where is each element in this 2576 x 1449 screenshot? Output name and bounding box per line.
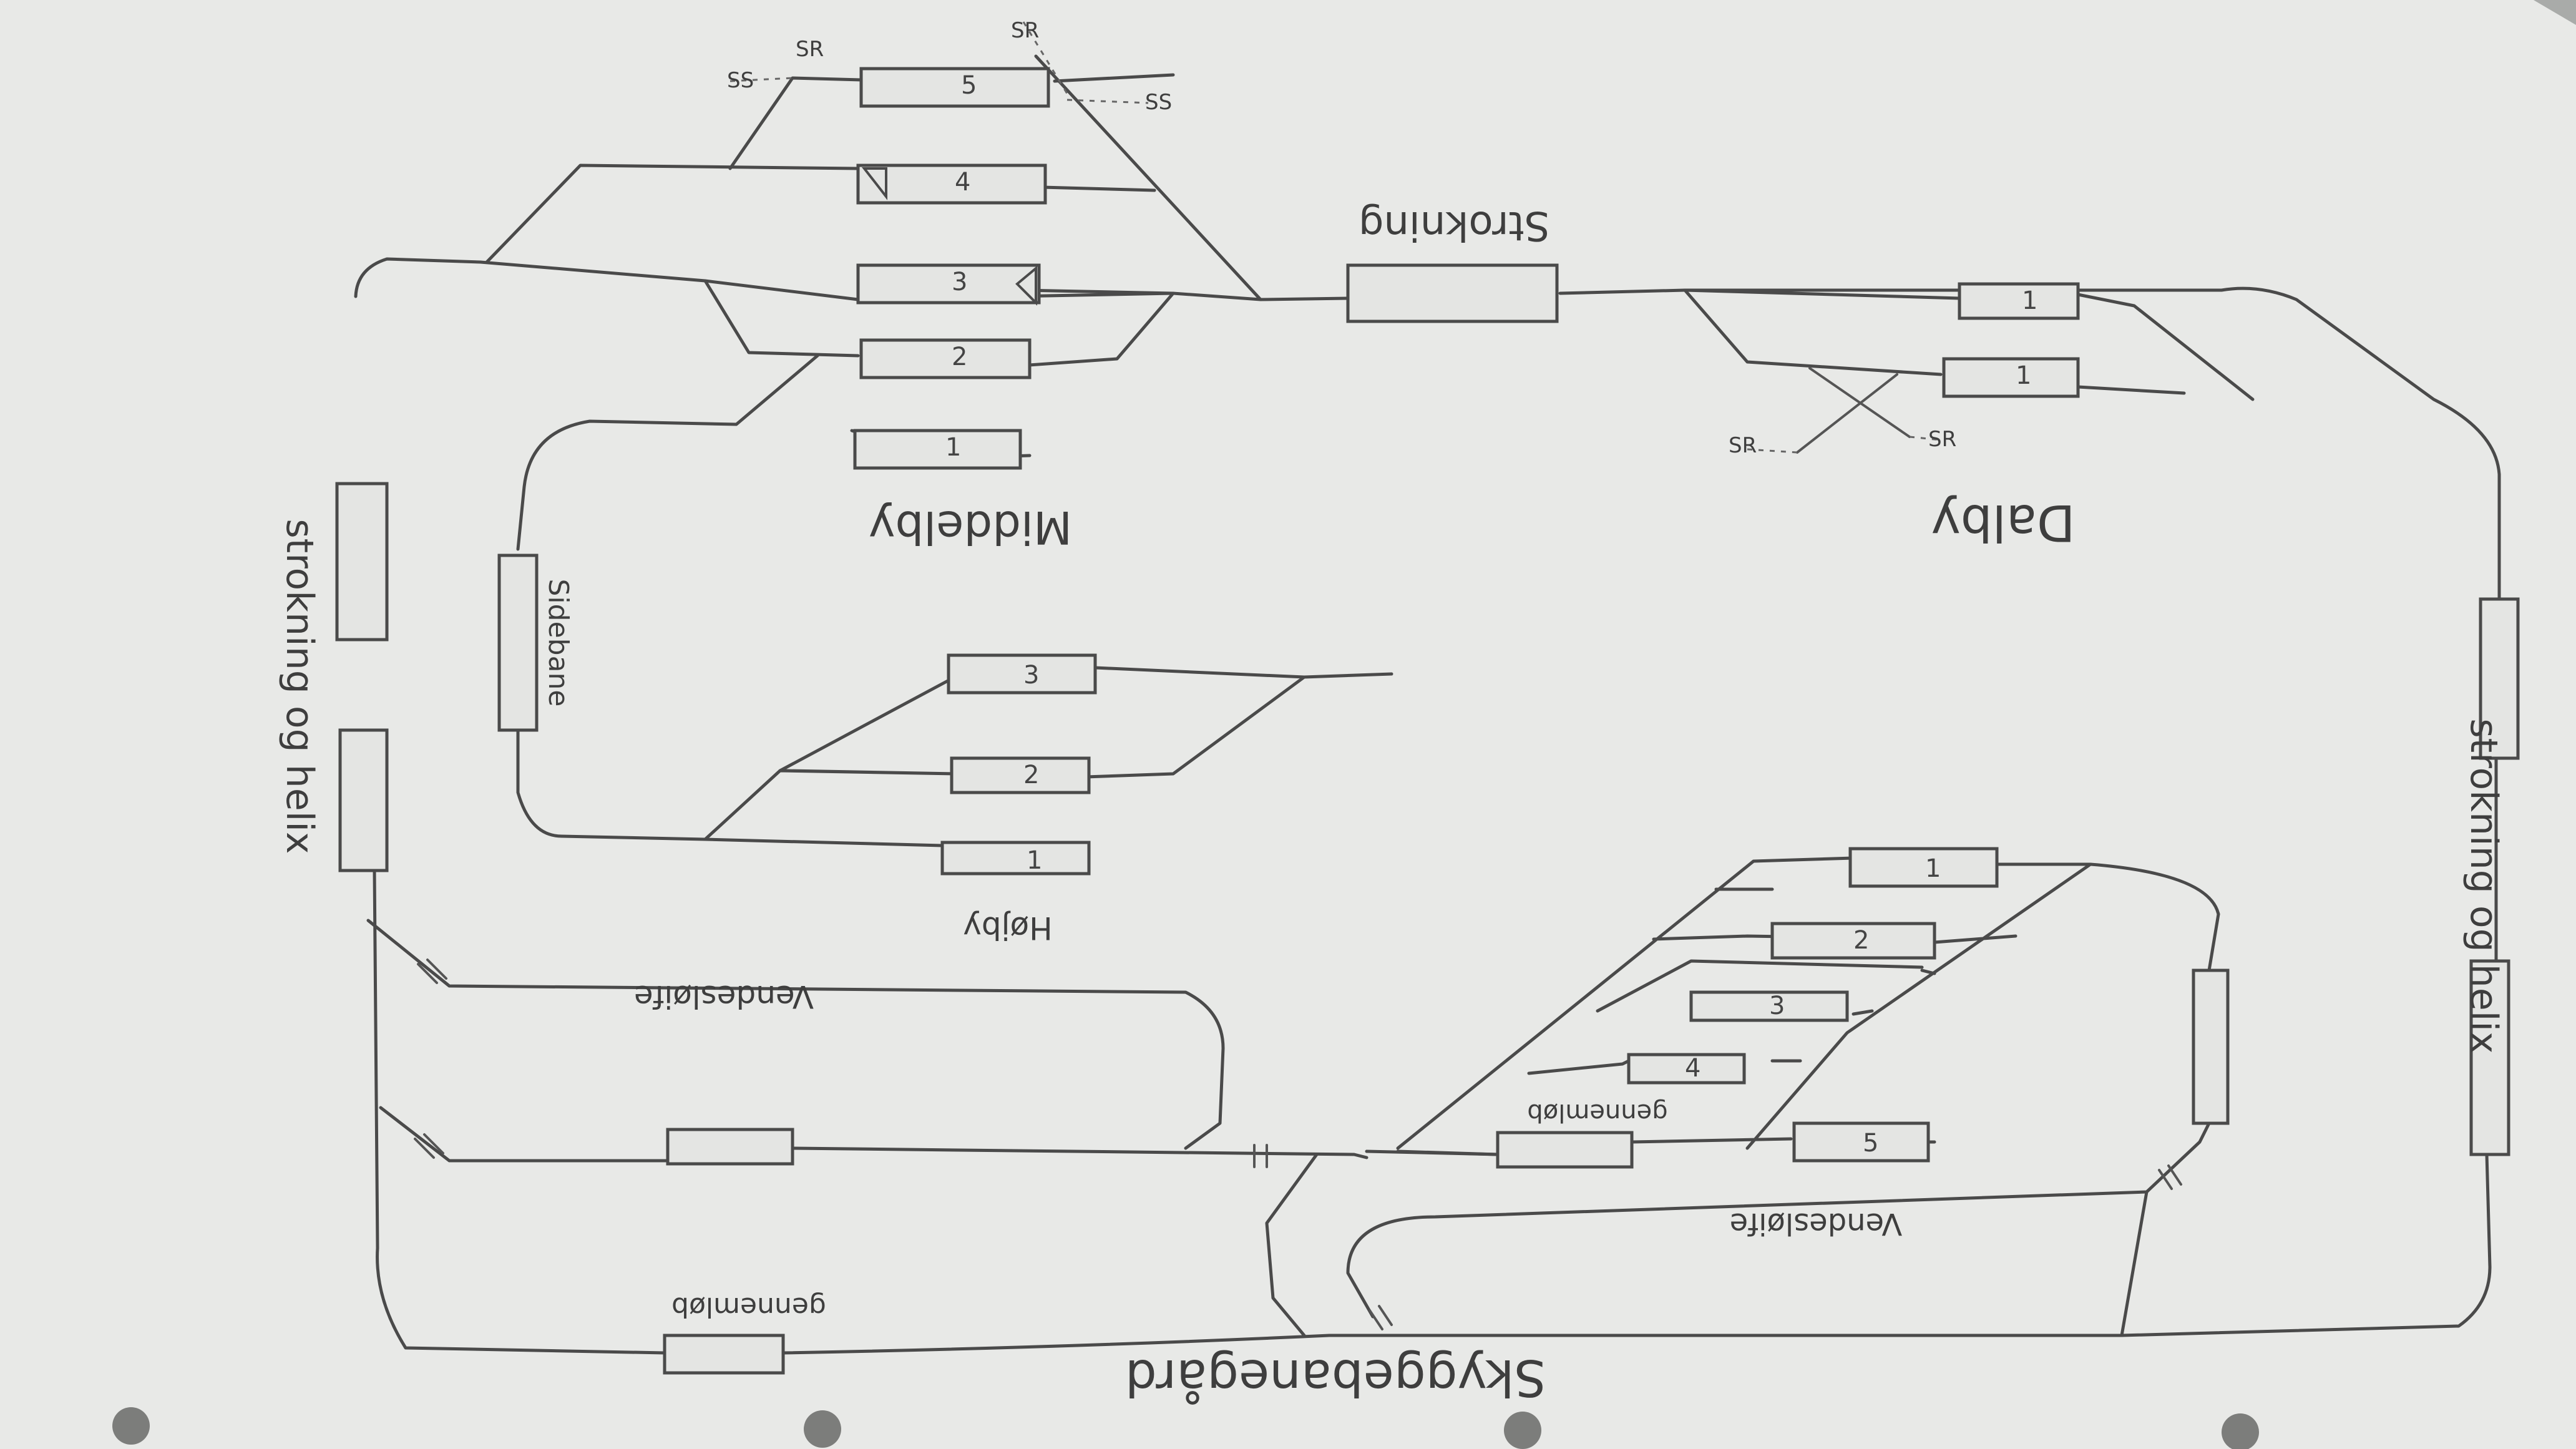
sr-mark-top: SR <box>796 37 824 62</box>
dalby-crossing <box>1796 367 1911 454</box>
dalby-sr-line <box>1747 436 1941 454</box>
skygge-track-num-5: 5 <box>1863 1129 1878 1158</box>
dalby-label: Dalby <box>1931 494 2076 552</box>
middelby-track-num-4: 4 <box>955 168 970 197</box>
gennemlob-block-bottom <box>663 1334 785 1375</box>
dalby-track-num-1: 1 <box>2022 286 2037 315</box>
arrow-icon <box>1015 265 1037 306</box>
skyggebanegard-label: Skyggebanegård <box>1125 1349 1546 1407</box>
middelby-platform-4 <box>856 163 1047 205</box>
hojby-track-1 <box>703 769 957 841</box>
hojby-platform-3 <box>947 653 1097 695</box>
middelby-track-2 <box>703 279 860 358</box>
binder-hole <box>1504 1412 1541 1449</box>
dalby-track-num-2: 1 <box>2016 361 2031 390</box>
middelby-label: Middelby <box>869 501 1072 554</box>
separator-mark <box>2158 1164 2182 1190</box>
skygge-fan-right <box>1745 862 2092 1150</box>
skygge-gennemlob-track <box>1396 1137 1793 1156</box>
middelby-platform-5 <box>859 67 1050 108</box>
skygge-platform-5 <box>1792 1121 1930 1163</box>
middelby-track-num-2: 2 <box>952 343 967 371</box>
hojby-track-num-2: 2 <box>1023 761 1039 789</box>
ss-line-right <box>1066 99 1149 104</box>
vendesloife-lower-label: Vendesløife <box>1730 1206 1903 1241</box>
skygge-track-num-2: 2 <box>1853 926 1869 955</box>
middelby-platform-1 <box>853 429 1022 470</box>
arrow-icon <box>861 167 887 200</box>
skygge-track-num-3: 3 <box>1769 992 1785 1020</box>
hojby-track-num-3: 3 <box>1023 661 1039 690</box>
hojby-label: Højby <box>963 910 1052 946</box>
skygge-platform-2 <box>1770 922 1936 960</box>
hojby-platform-1 <box>940 841 1091 876</box>
dalby-track-upper <box>1683 288 2255 401</box>
middelby-platform-2 <box>859 338 1032 379</box>
strokning-helix-left-label: strokning og helix <box>278 519 321 854</box>
ss-mark-right: SS <box>1145 90 1172 115</box>
strokning-top-label: Strokning <box>1359 202 1549 248</box>
middelby-right-throat <box>850 73 1175 461</box>
strokning-block-left-upper <box>335 482 389 642</box>
sr-mark-right: SR <box>1011 18 1039 43</box>
skygge-track-num-4: 4 <box>1685 1054 1700 1083</box>
middelby-track-num-3: 3 <box>952 268 967 296</box>
sr-dalby-a: SR <box>1729 433 1757 458</box>
middelby-platform-3 <box>856 263 1041 305</box>
separator-mark <box>1253 1144 1268 1168</box>
sr-dalby-b: SR <box>1928 427 1956 452</box>
middelby-diagonal <box>1034 54 1262 301</box>
sidebane-block <box>497 554 539 732</box>
separator-mark <box>1368 1305 1393 1330</box>
skygge-platform-1 <box>1848 847 1999 888</box>
gennemlob-block-left <box>666 1128 794 1166</box>
strokning-block-top <box>1346 263 1559 323</box>
middelby-track-num-1: 1 <box>945 433 961 462</box>
skygge-right-loop <box>2089 862 2220 1337</box>
dalby-platform-1 <box>1958 282 2080 320</box>
vendesloife-lower-track <box>1346 912 2220 1319</box>
middelby-track-1 <box>516 354 819 551</box>
dalby-track-lower <box>1683 288 2186 395</box>
binder-hole <box>112 1407 150 1445</box>
dalby-platform-2 <box>1942 357 2080 398</box>
vendesloife-upper-track <box>366 919 1225 1150</box>
hojby-platform-2 <box>950 756 1091 794</box>
lower-left-line <box>379 1106 1368 1163</box>
hojby-track-num-1: 1 <box>1027 846 1042 875</box>
gennemlob-block-center <box>1496 1131 1634 1169</box>
separator-mark <box>414 1133 444 1159</box>
strokning-helix-right-label: strokning og helix <box>2462 718 2505 1053</box>
strokning-block-right-upper <box>2479 597 2520 760</box>
skygge-platform-3 <box>1689 990 1849 1022</box>
vendesloife-upper-label: Vendesløife <box>634 978 814 1015</box>
sidebane-label: Sidebane <box>542 578 574 706</box>
binder-hole <box>2222 1413 2259 1449</box>
middelby-track-4 <box>485 163 860 264</box>
middelby-track-num-5: 5 <box>961 71 977 100</box>
binder-hole <box>804 1410 841 1448</box>
skygge-platform-4 <box>1627 1053 1746 1085</box>
strokning-block-right-lower <box>2469 959 2510 1156</box>
middelby-track-5 <box>728 76 863 170</box>
sr-line <box>1022 21 1068 94</box>
gennemlob-center-label: gennemløb <box>1527 1098 1667 1127</box>
ss-mark-left: SS <box>727 68 754 93</box>
skygge-track-num-1: 1 <box>1925 854 1941 883</box>
gennemlob-bottom-label: gennemløb <box>671 1291 826 1323</box>
outer-loop-track <box>354 257 2501 1355</box>
sidebane-to-hojby <box>516 728 944 847</box>
skygge-fan-left <box>1396 856 1936 1150</box>
strokning-block-left-lower <box>338 728 389 872</box>
vendesloife-lower-block <box>2192 968 2230 1125</box>
separator-mark <box>417 959 447 984</box>
main-line-east <box>1558 288 1687 295</box>
